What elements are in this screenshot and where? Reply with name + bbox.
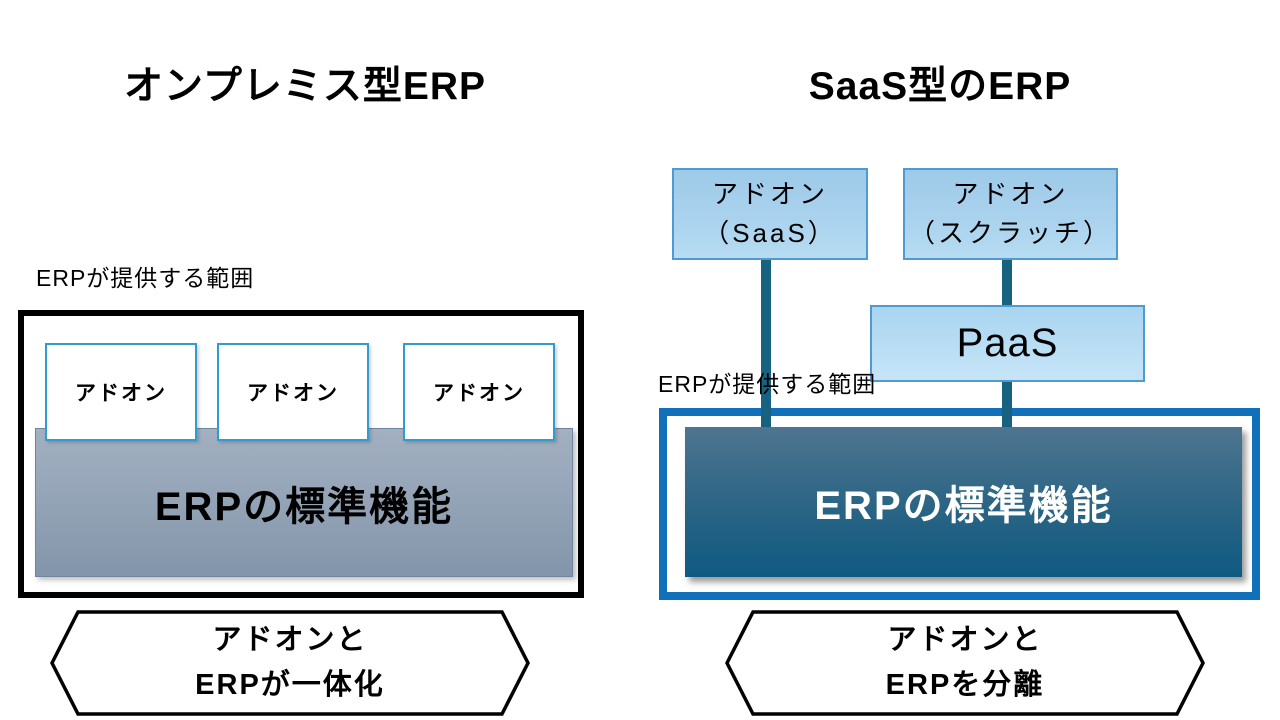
hexagon-outline (725, 610, 1205, 716)
scratch-addon-box: アドオン （スクラッチ） (903, 168, 1118, 260)
paas-box: PaaS (870, 305, 1145, 382)
saas-banner-text: アドオンと ERPを分離 (723, 608, 1207, 718)
onpremise-banner: アドオンと ERPが一体化 (48, 608, 532, 718)
saas-title: SaaS型のERP (808, 65, 1072, 108)
onpremise-addon-box-3: アドオン (403, 343, 555, 441)
saas-addon-line-2: （SaaS） (703, 218, 837, 248)
hexagon-shape (725, 610, 1205, 716)
onpremise-banner-text: アドオンと ERPが一体化 (48, 608, 532, 718)
scratch-addon-line-1: アドオン (952, 179, 1069, 209)
hexagon-shape (50, 610, 530, 716)
banner-line-2: ERPが一体化 (195, 669, 385, 701)
onpremise-core-box: ERPの標準機能 (35, 428, 573, 577)
paas-label: PaaS (956, 321, 1059, 365)
saas-core-box: ERPの標準機能 (685, 427, 1242, 577)
erp-scope-label-right: ERPが提供する範囲 (658, 371, 877, 397)
saas-banner: アドオンと ERPを分離 (723, 608, 1207, 718)
onpremise-addon-box-1: アドオン (45, 343, 197, 441)
banner-line-1: アドオンと (887, 624, 1043, 656)
banner-line-1: アドオンと (212, 624, 368, 656)
saas-addon-box: アドオン （SaaS） (672, 168, 868, 260)
erp-scope-label-left: ERPが提供する範囲 (36, 265, 255, 291)
banner-line-2: ERPを分離 (885, 669, 1045, 701)
saas-addon-line-1: アドオン (711, 179, 828, 209)
onpremise-title: オンプレミス型ERP (123, 65, 487, 108)
hexagon-outline (50, 610, 530, 716)
onpremise-addon-box-2: アドオン (217, 343, 369, 441)
onpremise-core-label: ERPの標準機能 (154, 484, 454, 529)
scratch-addon-line-2: （スクラッチ） (908, 218, 1112, 248)
connector-line-saas (761, 257, 771, 435)
saas-core-label: ERPの標準機能 (814, 484, 1113, 528)
